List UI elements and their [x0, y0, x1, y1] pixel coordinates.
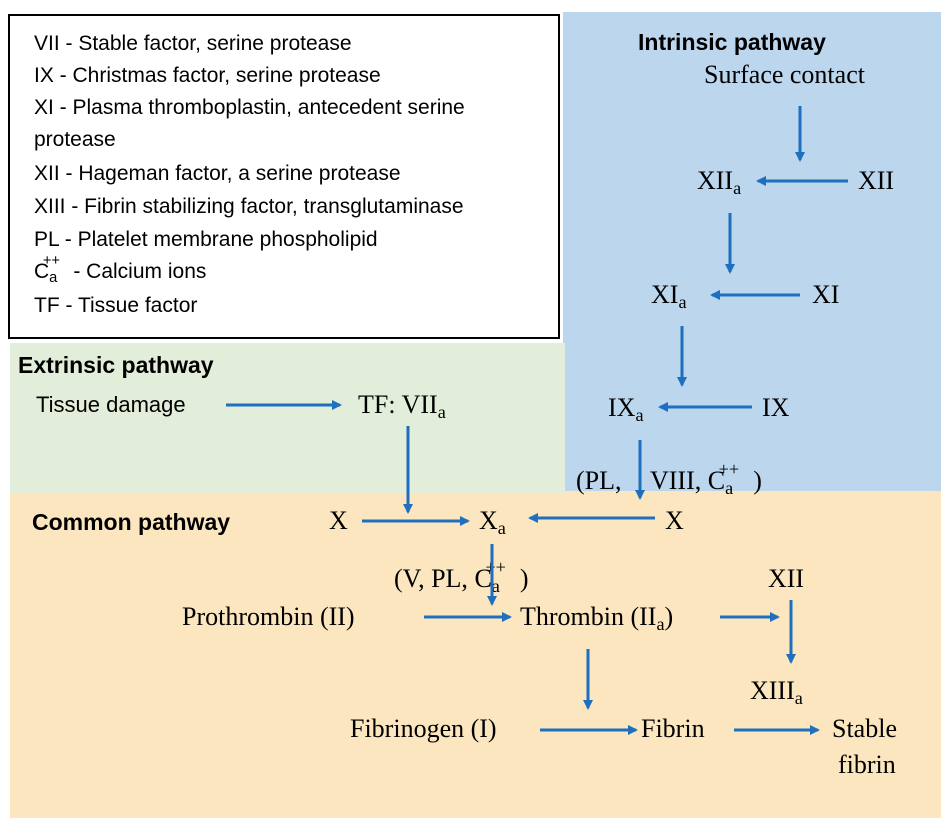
legend-line-xi: XI - Plasma thromboplastin, antecedent s…: [34, 96, 465, 119]
common-pathway-region: [10, 491, 941, 818]
x-left-node: X: [329, 506, 348, 535]
intrinsic-cofactors-open: (PL,: [576, 466, 622, 495]
xiia-node: XIIa: [697, 166, 742, 199]
xiiia-node: XIIIa: [750, 676, 803, 709]
intrinsic-pathway-region: [563, 12, 941, 555]
intrinsic-heading: Intrinsic pathway: [638, 29, 826, 55]
xa-node: Xa: [479, 506, 506, 539]
x-right-node: X: [665, 506, 684, 535]
legend-line-ix: IX - Christmas factor, serine protease: [34, 64, 381, 87]
legend-line-xii: XII - Hageman factor, a serine protease: [34, 162, 401, 185]
ix-node: IX: [762, 393, 790, 422]
legend-line-xi-cont: protease: [34, 128, 116, 151]
legend-line-pl: PL - Platelet membrane phospholipid: [34, 228, 378, 251]
legend-line-vii: VII - Stable factor, serine protease: [34, 32, 352, 55]
fibrinogen-node: Fibrinogen (I): [350, 714, 497, 743]
prothrombin-node: Prothrombin (II): [182, 602, 355, 631]
xii-common-node: XII: [768, 564, 805, 593]
xia-node: XIa: [651, 280, 687, 313]
extrinsic-pathway-region: [10, 343, 565, 493]
xi-node: XI: [812, 280, 840, 309]
ixa-node: IXa: [608, 393, 644, 426]
surface-contact-node: Surface contact: [704, 60, 865, 89]
tf-viia-node: TF: VIIa: [358, 390, 446, 423]
common-cofactors: (V, PL, Ca++): [394, 556, 529, 597]
extrinsic-heading: Extrinsic pathway: [18, 352, 214, 378]
common-heading: Common pathway: [32, 509, 231, 535]
legend-line-xiii: XIII - Fibrin stabilizing factor, transg…: [34, 195, 464, 218]
fibrin-node: Fibrin: [641, 714, 705, 743]
intrinsic-cofactors-rest: VIII, Ca++): [650, 458, 762, 499]
legend-line-calcium: Ca++- Calcium ions: [34, 253, 207, 287]
tissue-damage-node: Tissue damage: [36, 392, 186, 417]
thrombin-node: Thrombin (IIa): [520, 602, 674, 635]
legend-line-tf: TF - Tissue factor: [34, 294, 198, 317]
stable-fibrin-line2: fibrin: [838, 750, 896, 779]
stable-fibrin-line1: Stable: [832, 714, 897, 743]
xii-node: XII: [858, 166, 895, 195]
legend-box: VII - Stable factor, serine protease IX …: [8, 14, 560, 339]
